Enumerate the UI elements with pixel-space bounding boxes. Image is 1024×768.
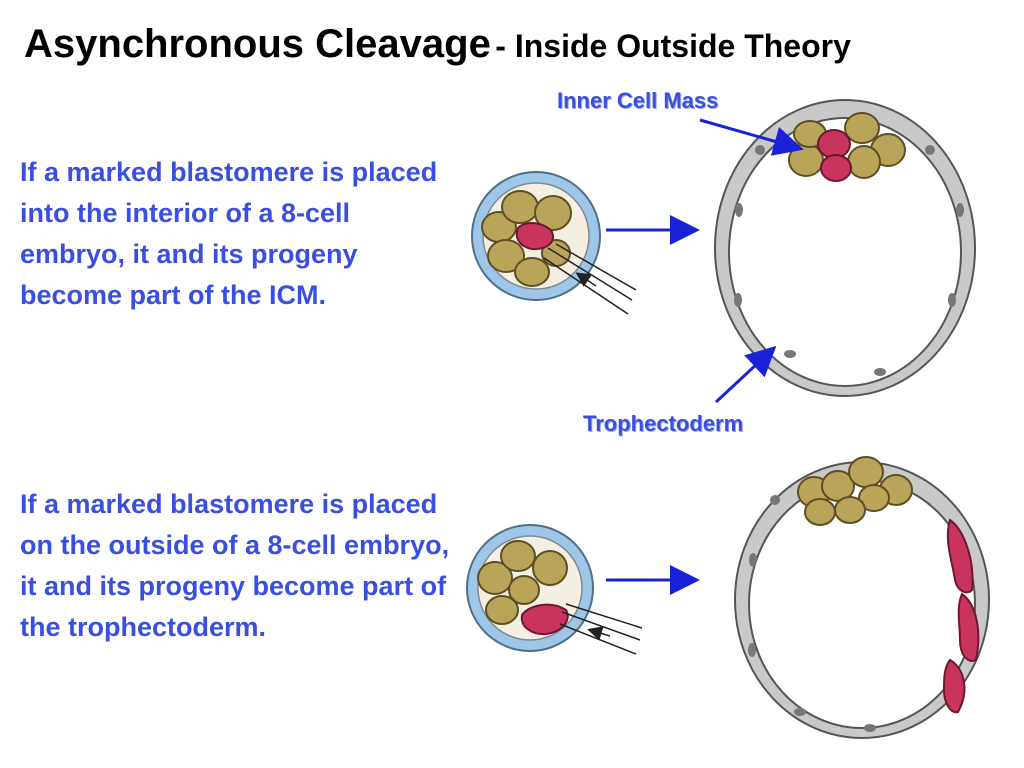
blastocyst-2 xyxy=(734,456,990,739)
label-inner-cell-mass: Inner Cell Mass xyxy=(557,88,719,113)
marked-icm-cells xyxy=(817,129,852,182)
slide-title: Asynchronous Cleavage - Inside Outside T… xyxy=(24,22,851,67)
label-trophectoderm: Trophectoderm xyxy=(583,411,744,436)
micropipette-1 xyxy=(543,243,637,315)
micropipette-2 xyxy=(559,603,643,655)
marked-blastomere-interior xyxy=(515,222,554,251)
marked-trophectoderm-cells xyxy=(942,518,980,714)
outside-placement-text: If a marked blastomere is placed on the … xyxy=(20,489,450,642)
interior-placement-text: If a marked blastomere is placed into th… xyxy=(20,157,438,310)
title-main: Asynchronous Cleavage xyxy=(24,22,491,66)
blastocyst-1 xyxy=(714,99,976,397)
embryo-8cell-outside xyxy=(466,524,594,652)
title-subtitle: - Inside Outside Theory xyxy=(495,28,851,64)
icm-pointer-arrow xyxy=(699,118,804,156)
embryo-8cell-interior xyxy=(471,171,601,301)
inner-cell-mass-2 xyxy=(797,456,913,526)
trophectoderm-pointer-arrow xyxy=(714,345,777,404)
